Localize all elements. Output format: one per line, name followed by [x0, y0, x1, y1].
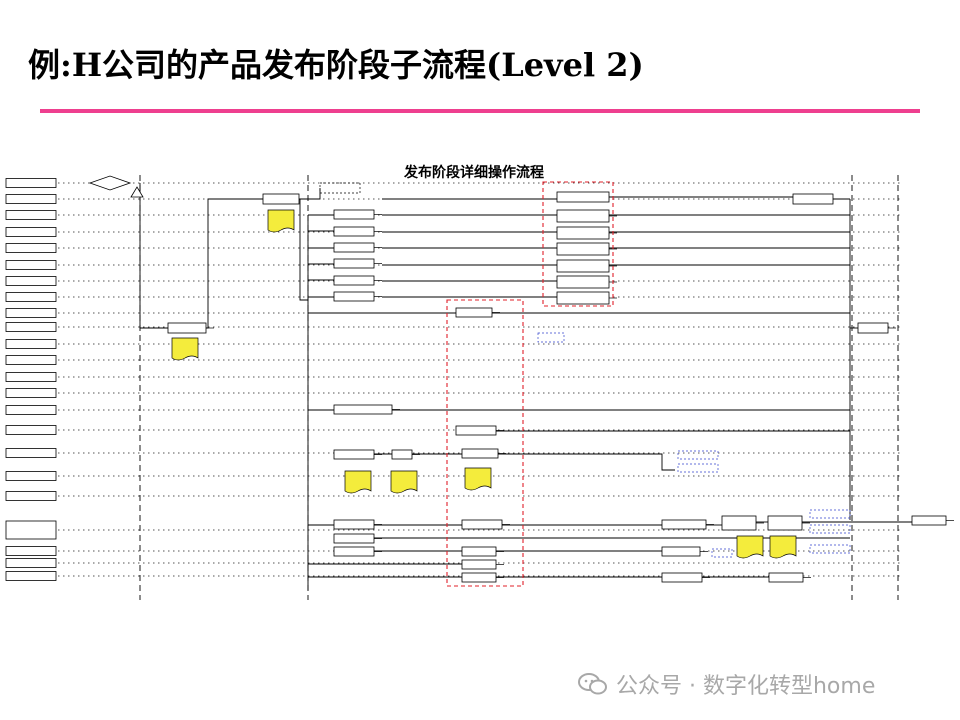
process-step-box [556, 291, 610, 305]
diagram-title: 发布阶段详细操作流程 [404, 165, 544, 181]
slide-title: 例:H公司的产品发布阶段子流程(Level 2) [28, 46, 644, 84]
document-note [736, 535, 764, 559]
process-step-box [333, 209, 375, 220]
role-label-box [5, 491, 57, 501]
role-label-box [5, 471, 57, 481]
process-step-box [461, 519, 503, 530]
role-label-box [5, 292, 57, 302]
process-step-box [461, 448, 499, 459]
role-label-box [5, 178, 57, 188]
role-label-box [5, 448, 57, 458]
process-step-box [556, 191, 610, 203]
process-step-box [333, 275, 375, 286]
process-step-box [455, 425, 497, 436]
external-ref-box [809, 544, 851, 554]
process-step-box [455, 307, 493, 318]
role-label-box [5, 520, 57, 540]
external-ref-box [809, 509, 851, 519]
role-label-box [5, 276, 57, 286]
role-label-box [5, 260, 57, 270]
process-step-box [262, 193, 300, 205]
process-step-box [911, 515, 947, 526]
role-label-box [5, 372, 57, 382]
process-step-box [857, 322, 889, 334]
process-step-box [661, 519, 707, 530]
watermark-text: 公众号 · 数字化转型home [616, 674, 876, 699]
process-step-box [556, 259, 610, 273]
decision-diamond [88, 175, 132, 191]
document-note [267, 209, 295, 233]
role-label-box [5, 425, 57, 435]
external-ref-box [711, 548, 733, 558]
role-label-box [5, 339, 57, 349]
process-step-box [333, 404, 393, 415]
flow-connector [498, 453, 675, 471]
highlight-region-top [542, 181, 614, 307]
watermark: 公众号 · 数字化转型home [578, 668, 875, 700]
role-label-box [5, 308, 57, 318]
role-label-box [5, 355, 57, 365]
wechat-icon [578, 673, 607, 695]
role-label-box [5, 227, 57, 237]
process-step-box [167, 322, 207, 334]
process-step-box [333, 258, 375, 269]
role-label-box [5, 571, 57, 581]
external-ref-box [677, 463, 719, 473]
process-step-box [792, 193, 834, 205]
process-step-box [333, 242, 375, 253]
document-note [769, 535, 797, 559]
process-step-box [768, 572, 804, 583]
document-note [171, 337, 199, 361]
role-label-box [5, 194, 57, 204]
document-note [390, 470, 418, 494]
external-ref-box [537, 332, 565, 343]
external-ref-box [677, 450, 719, 460]
process-step-box [556, 209, 610, 223]
process-step-box [333, 291, 375, 302]
process-step-box [333, 533, 375, 544]
role-label-box [5, 243, 57, 253]
role-label-box [5, 388, 57, 398]
role-label-box [5, 558, 57, 568]
flow-connector [206, 198, 263, 329]
process-step-box [333, 449, 375, 460]
role-label-box [5, 546, 57, 556]
external-ref-box [809, 524, 851, 534]
role-label-box [5, 322, 57, 332]
flow-connector [298, 188, 321, 200]
process-step-box [333, 546, 375, 557]
highlight-region-middle [446, 299, 524, 587]
process-step-box [556, 226, 610, 240]
process-step-box [461, 572, 497, 583]
process-step-box [661, 546, 701, 557]
flow-connector [139, 183, 168, 329]
process-step-box [333, 226, 375, 237]
flow-connector [299, 199, 308, 301]
process-step-box [721, 515, 757, 531]
process-step-box [391, 449, 413, 460]
process-step-box [461, 546, 497, 557]
document-note [344, 470, 372, 494]
process-step-box [767, 515, 803, 531]
process-step-box [461, 559, 497, 570]
process-step-box [661, 572, 703, 583]
process-step-box [333, 519, 375, 530]
note-callout [319, 182, 361, 194]
process-step-box [556, 275, 610, 289]
title-divider [40, 109, 920, 113]
milestone-triangle [130, 186, 144, 198]
process-step-box [556, 242, 610, 256]
document-note [464, 467, 492, 491]
role-label-box [5, 405, 57, 415]
role-label-box [5, 210, 57, 220]
